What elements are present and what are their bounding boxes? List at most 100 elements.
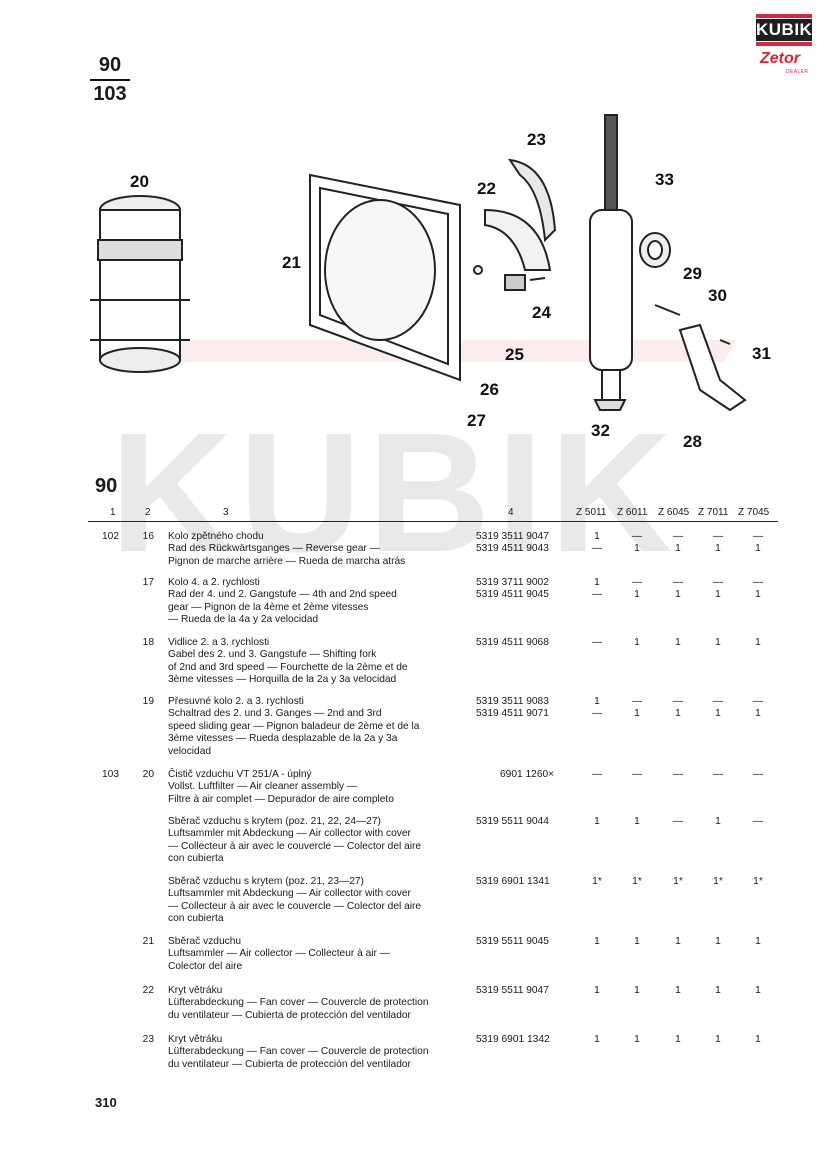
callout-33: 33 xyxy=(655,170,674,189)
qty-z7011: — 1 xyxy=(712,577,724,601)
qty-z5011: 1 — xyxy=(591,531,603,555)
callout-26: 26 xyxy=(480,380,499,399)
parts-drawing xyxy=(90,114,747,412)
callout-29: 29 xyxy=(683,264,702,283)
qty-z7011: 1 xyxy=(715,936,721,947)
qty-z6045: 1 xyxy=(675,985,681,996)
qty-z6011: 1 xyxy=(634,816,640,827)
row-part-number: 5319 3711 9002 5319 4511 9045 xyxy=(476,577,549,601)
air-cleaner-drawing xyxy=(90,195,190,373)
qty-z7045: — xyxy=(752,769,764,780)
nut-drawing xyxy=(639,232,671,268)
col-header-z7045: Z 7045 xyxy=(738,507,770,518)
qty-z5011: — xyxy=(591,637,603,648)
row-part-number: 5319 6901 1341 xyxy=(476,876,550,887)
qty-z6045: — 1 xyxy=(672,696,684,720)
qty-z5011: 1 xyxy=(594,985,600,996)
qty-z6045: — 1 xyxy=(672,577,684,601)
qty-z5011: 1 — xyxy=(591,577,603,601)
qty-z6011: 1 xyxy=(634,985,640,996)
qty-z6011: 1* xyxy=(632,876,642,887)
row-description: Kolo 4. a 2. rychlosti Rad der 4. und 2.… xyxy=(168,577,397,626)
row-description: Sběrač vzduchu s krytem (poz. 21, 23—27)… xyxy=(168,876,422,925)
callout-32: 32 xyxy=(591,421,610,440)
row-part-number: 5319 5511 9045 xyxy=(476,936,549,947)
row-page: 103 xyxy=(102,769,119,780)
page-reference: 90 103 xyxy=(90,54,130,106)
qty-z7011: — xyxy=(712,769,724,780)
table-header: 1 2 3 4 Z 5011 Z 6011 Z 6045 Z 7011 Z 70… xyxy=(88,507,778,521)
qty-z6045: — xyxy=(672,816,684,827)
col-header-1: 1 xyxy=(110,507,116,518)
col-header-z6045: Z 6045 xyxy=(658,507,690,518)
row-description: Kolo zpětného chodu Rad des Rückwärtsgan… xyxy=(168,531,406,567)
qty-z7011: 1 xyxy=(715,1034,721,1045)
row-part-number: 5319 4511 9068 xyxy=(476,637,549,648)
row-position: 22 xyxy=(142,985,154,996)
kubik-zetor-logo: KUBIK Zetor DEALER xyxy=(756,14,813,75)
row-part-number: 5319 5511 9044 xyxy=(476,816,549,827)
qty-z6045: 1 xyxy=(675,936,681,947)
qty-z6011: 1 xyxy=(634,1034,640,1045)
qty-z7011: — 1 xyxy=(712,531,724,555)
callout-25: 25 xyxy=(505,345,524,364)
row-part-number: 5319 3511 9047 5319 4511 9043 xyxy=(476,531,549,555)
qty-z6045: 1 xyxy=(675,1034,681,1045)
qty-z6011: 1 xyxy=(634,637,640,648)
row-part-number: 5319 5511 9047 xyxy=(476,985,549,996)
qty-z7045: — xyxy=(752,816,764,827)
callout-20: 20 xyxy=(130,172,149,191)
col-header-z6011: Z 6011 xyxy=(617,507,648,518)
row-position: 17 xyxy=(142,577,154,588)
qty-z7045: 1 xyxy=(755,936,761,947)
callout-24: 24 xyxy=(532,303,551,322)
qty-z6011: — 1 xyxy=(631,696,643,720)
qty-z7011: — 1 xyxy=(712,696,724,720)
row-description: Kryt větráku Lüfterabdeckung — Fan cover… xyxy=(168,985,429,1021)
row-position: 21 xyxy=(142,936,154,947)
row-position: 19 xyxy=(142,696,154,707)
qty-z6045: — xyxy=(672,769,684,780)
row-description: Čistič vzduchu VT 251/A - úplný Vollst. … xyxy=(168,769,394,805)
qty-z5011: 1* xyxy=(592,876,602,887)
col-header-z5011: Z 5011 xyxy=(576,507,607,518)
col-header-4: 4 xyxy=(508,507,514,518)
qty-z5011: 1 xyxy=(594,816,600,827)
callout-22: 22 xyxy=(477,179,496,198)
row-part-number: 5319 3511 9083 5319 4511 9071 xyxy=(476,696,549,720)
qty-z7011: 1 xyxy=(715,985,721,996)
row-position: 23 xyxy=(142,1034,154,1045)
row-page: 102 xyxy=(102,531,119,542)
watermark: KUBIK xyxy=(110,398,679,588)
row-position: 16 xyxy=(142,531,154,542)
row-part-number: 5319 6901 1342 xyxy=(476,1034,550,1045)
qty-z6045: 1 xyxy=(675,637,681,648)
logo-stripe xyxy=(756,42,812,46)
qty-z5011: 1 xyxy=(594,936,600,947)
callout-28: 28 xyxy=(683,432,702,451)
row-description: Kryt větráku Lüfterabdeckung — Fan cover… xyxy=(168,1034,429,1070)
row-description: Sběrač vzduchu Luftsammler — Air collect… xyxy=(168,936,390,972)
callout-31: 31 xyxy=(752,344,771,363)
row-description: Vidlice 2. a 3. rychlosti Gabel des 2. u… xyxy=(168,637,408,686)
qty-z7045: 1* xyxy=(753,876,763,887)
qty-z6045: 1* xyxy=(673,876,683,887)
page-ref-bottom: 103 xyxy=(93,83,127,105)
logo-dealer: DEALER xyxy=(786,69,809,75)
col-header-2: 2 xyxy=(145,507,151,518)
callout-23: 23 xyxy=(527,130,546,149)
qty-z7045: 1 xyxy=(755,985,761,996)
qty-z6045: — 1 xyxy=(672,531,684,555)
qty-z7045: 1 xyxy=(755,637,761,648)
logo-sub: Zetor xyxy=(760,50,800,67)
exploded-parts-illustration: 20 21 22 23 24 25 26 27 28 29 30 31 32 3… xyxy=(80,110,780,470)
callout-21: 21 xyxy=(282,253,301,272)
section-number: 90 xyxy=(95,475,118,497)
qty-z6011: — xyxy=(631,769,643,780)
row-position: 20 xyxy=(142,769,154,780)
qty-z7045: — 1 xyxy=(752,577,764,601)
col-header-z7011: Z 7011 xyxy=(698,507,729,518)
qty-z6011: — 1 xyxy=(631,577,643,601)
logo-brand: KUBIK xyxy=(756,19,813,41)
qty-z5011: — xyxy=(591,769,603,780)
